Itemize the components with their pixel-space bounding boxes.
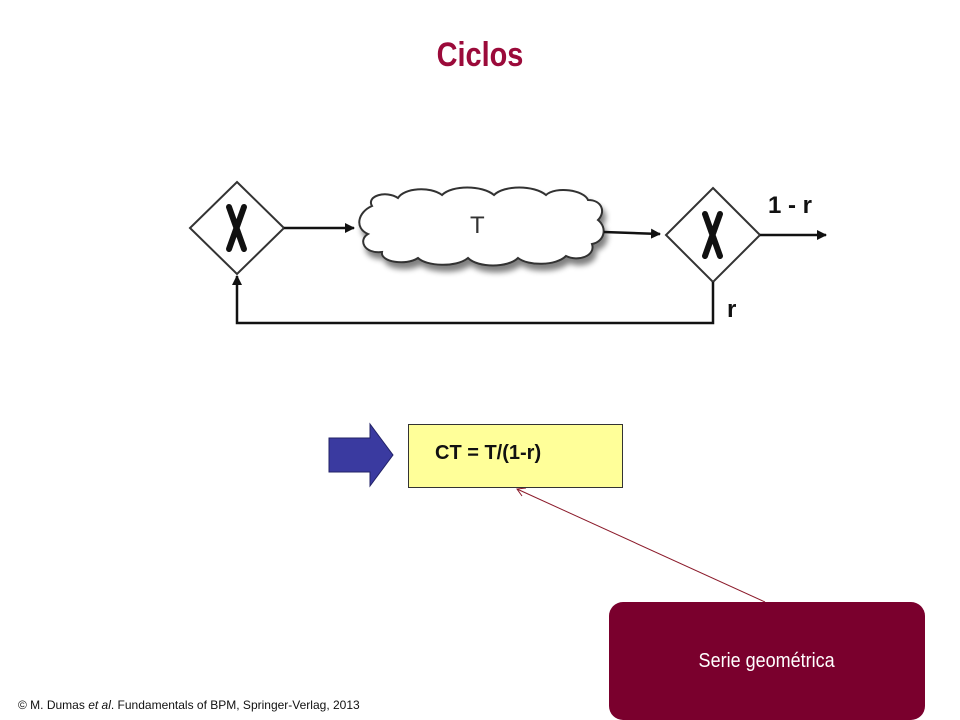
exit-probability-label: 1 - r — [768, 192, 813, 219]
callout-pointer-head — [516, 487, 527, 497]
xor-gateway-join — [664, 186, 762, 284]
callout-pointer-line — [516, 488, 766, 603]
flow-arrow-to-join — [603, 228, 661, 239]
xor-gateway-split — [188, 180, 286, 276]
task-cloud — [358, 186, 605, 267]
slide-title: Ciclos — [436, 36, 524, 74]
loop-probability-label: r — [727, 296, 737, 323]
formula-box: CT = T/(1-r) — [408, 424, 623, 488]
formula-text: CT = T/(1-r) — [435, 442, 542, 464]
block-arrow-icon — [328, 422, 394, 488]
callout-box: Serie geométrica — [609, 602, 925, 720]
citation: © M. Dumas et al. Fundamentals of BPM, S… — [18, 698, 360, 712]
citation-etal: et al — [88, 698, 111, 712]
callout-text: Serie geométrica — [698, 649, 836, 672]
task-label: T — [470, 212, 485, 239]
citation-suffix: . Fundamentals of BPM, Springer-Verlag, … — [110, 698, 360, 712]
flow-loop-back — [232, 275, 715, 325]
citation-prefix: © M. Dumas — [18, 698, 89, 712]
